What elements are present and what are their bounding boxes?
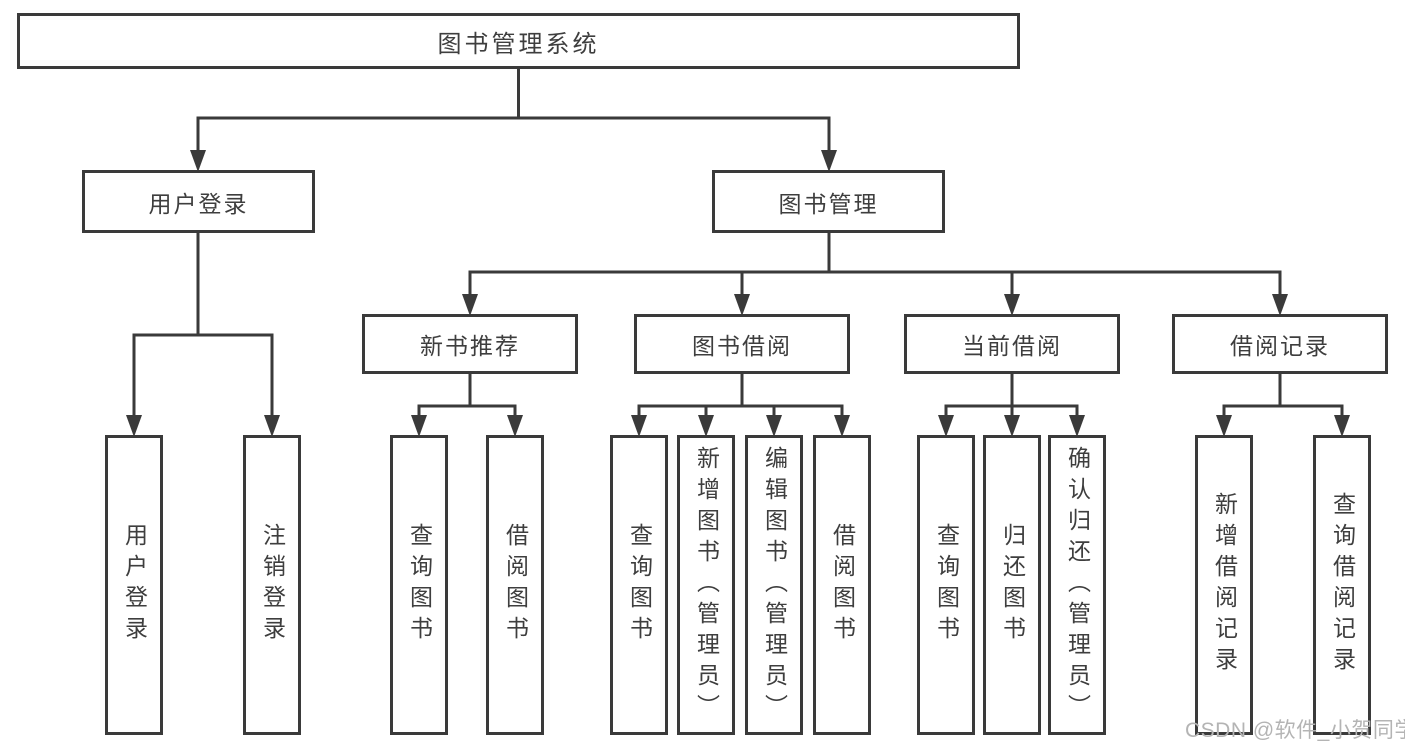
leaf-confirm-return-admin: 确认归还（管理员） xyxy=(1048,435,1106,735)
arrowhead-leaf-bb-edit xyxy=(766,415,782,437)
arrowhead-leaf-bb-query xyxy=(631,415,647,437)
leaf-logout: 注销登录 xyxy=(243,435,301,735)
node-borrowing-records: 借阅记录 xyxy=(1172,314,1388,374)
node-label: 当前借阅 xyxy=(962,333,1062,359)
node-label: 查询图书 xyxy=(933,523,960,647)
node-label: 查询图书 xyxy=(406,523,433,647)
arrowhead-leaf-nb-borrow xyxy=(507,415,523,437)
node-label: 新书推荐 xyxy=(420,333,520,359)
node-label: 借阅图书 xyxy=(829,523,856,647)
arrowhead-leaf-br-query xyxy=(1334,415,1350,437)
node-label: 图书管理 xyxy=(778,190,879,217)
arrowhead-book-mgmt xyxy=(821,150,837,172)
connector-new-book-rec-rail xyxy=(417,404,517,421)
node-label: 图书借阅 xyxy=(692,333,792,359)
node-label: 新增图书（管理员） xyxy=(693,445,720,725)
node-library-management-system: 图书管理系统 xyxy=(17,13,1020,69)
connector-book-borrow-rail xyxy=(637,404,844,421)
csdn-watermark: CSDN @软件_小贺同学 xyxy=(1185,719,1405,742)
leaf-borrow-books: 借阅图书 xyxy=(486,435,544,735)
arrowhead-leaf-br-add xyxy=(1216,415,1232,437)
node-label: 用户登录 xyxy=(148,190,249,217)
arrowhead-leaf-cb-query xyxy=(938,415,954,437)
arrowhead-current-borrow xyxy=(1004,294,1020,316)
node-label: 图书管理系统 xyxy=(437,30,600,58)
connector-user-login-rail xyxy=(132,333,274,421)
leaf-query-books: 查询图书 xyxy=(917,435,975,735)
arrowhead-leaf-cb-confirm xyxy=(1069,415,1085,437)
node-new-book-recommendation: 新书推荐 xyxy=(362,314,578,374)
arrowhead-leaf-nb-query xyxy=(411,415,427,437)
node-label: 借阅图书 xyxy=(502,523,529,647)
leaf-user-login: 用户登录 xyxy=(105,435,163,735)
node-label: 借阅记录 xyxy=(1230,333,1330,359)
node-label: 查询图书 xyxy=(626,523,653,647)
connector-level3-rail xyxy=(468,270,1282,300)
leaf-borrow-books: 借阅图书 xyxy=(813,435,871,735)
arrowhead-leaf-cb-return xyxy=(1004,415,1020,437)
arrowhead-leaf-bb-borrow xyxy=(834,415,850,437)
node-label: 用户登录 xyxy=(121,523,148,647)
connector-level2-rail xyxy=(196,116,831,156)
connector-current-borrow-rail xyxy=(944,404,1079,421)
node-book-borrowing: 图书借阅 xyxy=(634,314,850,374)
node-label: 查询借阅记录 xyxy=(1329,492,1356,678)
arrowhead-leaf-bb-add xyxy=(698,415,714,437)
leaf-return-books: 归还图书 xyxy=(983,435,1041,735)
arrowhead-book-borrow xyxy=(734,294,750,316)
leaf-query-borrow-record: 查询借阅记录 xyxy=(1313,435,1371,735)
node-user-login-group: 用户登录 xyxy=(82,170,315,233)
node-current-borrowing: 当前借阅 xyxy=(904,314,1120,374)
node-label: 归还图书 xyxy=(999,523,1026,647)
arrowhead-user-login xyxy=(190,150,206,172)
node-label: 确认归还（管理员） xyxy=(1064,445,1091,725)
node-label: 注销登录 xyxy=(259,523,286,647)
leaf-query-books: 查询图书 xyxy=(390,435,448,735)
leaf-add-books-admin: 新增图书（管理员） xyxy=(677,435,735,735)
leaf-add-borrow-record: 新增借阅记录 xyxy=(1195,435,1253,735)
arrowhead-borrow-record xyxy=(1272,294,1288,316)
arrowhead-new-book-rec xyxy=(462,294,478,316)
leaf-query-books: 查询图书 xyxy=(610,435,668,735)
node-label: 编辑图书（管理员） xyxy=(761,445,788,725)
leaf-edit-books-admin: 编辑图书（管理员） xyxy=(745,435,803,735)
node-book-management: 图书管理 xyxy=(712,170,945,233)
node-label: 新增借阅记录 xyxy=(1211,492,1238,678)
arrowhead-leaf-user-login xyxy=(126,415,142,437)
arrowhead-leaf-logout xyxy=(264,415,280,437)
connector-borrow-record-rail xyxy=(1222,404,1344,421)
